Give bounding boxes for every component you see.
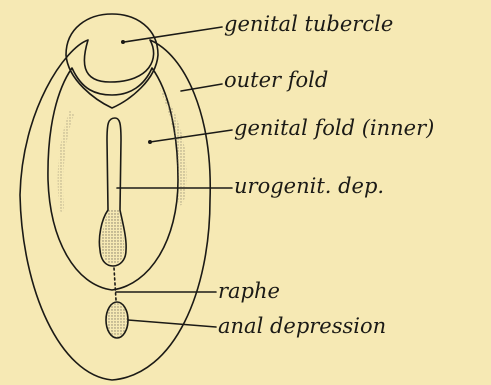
label-urogenital-depression: urogenit. dep. bbox=[234, 176, 384, 197]
outer-fold-shading-left bbox=[58, 110, 74, 212]
label-genital-fold-inner: genital fold (inner) bbox=[234, 118, 434, 139]
genital-tubercle-outline bbox=[66, 14, 158, 108]
label-anal-depression: anal depression bbox=[218, 316, 386, 337]
raphe-line bbox=[114, 268, 116, 300]
label-outer-fold: outer fold bbox=[224, 70, 328, 91]
fold-center-dot bbox=[148, 140, 152, 144]
urogenital-stipple bbox=[102, 210, 124, 264]
tubercle-center-dot bbox=[121, 40, 125, 44]
label-genital-tubercle: genital tubercle bbox=[224, 14, 393, 35]
leader-anal bbox=[128, 320, 216, 327]
leader-genital-fold bbox=[150, 130, 232, 142]
leader-outer-fold bbox=[181, 84, 222, 91]
anal-stipple bbox=[107, 303, 127, 337]
leader-genital-tubercle bbox=[124, 27, 222, 42]
label-raphe: raphe bbox=[218, 281, 280, 302]
